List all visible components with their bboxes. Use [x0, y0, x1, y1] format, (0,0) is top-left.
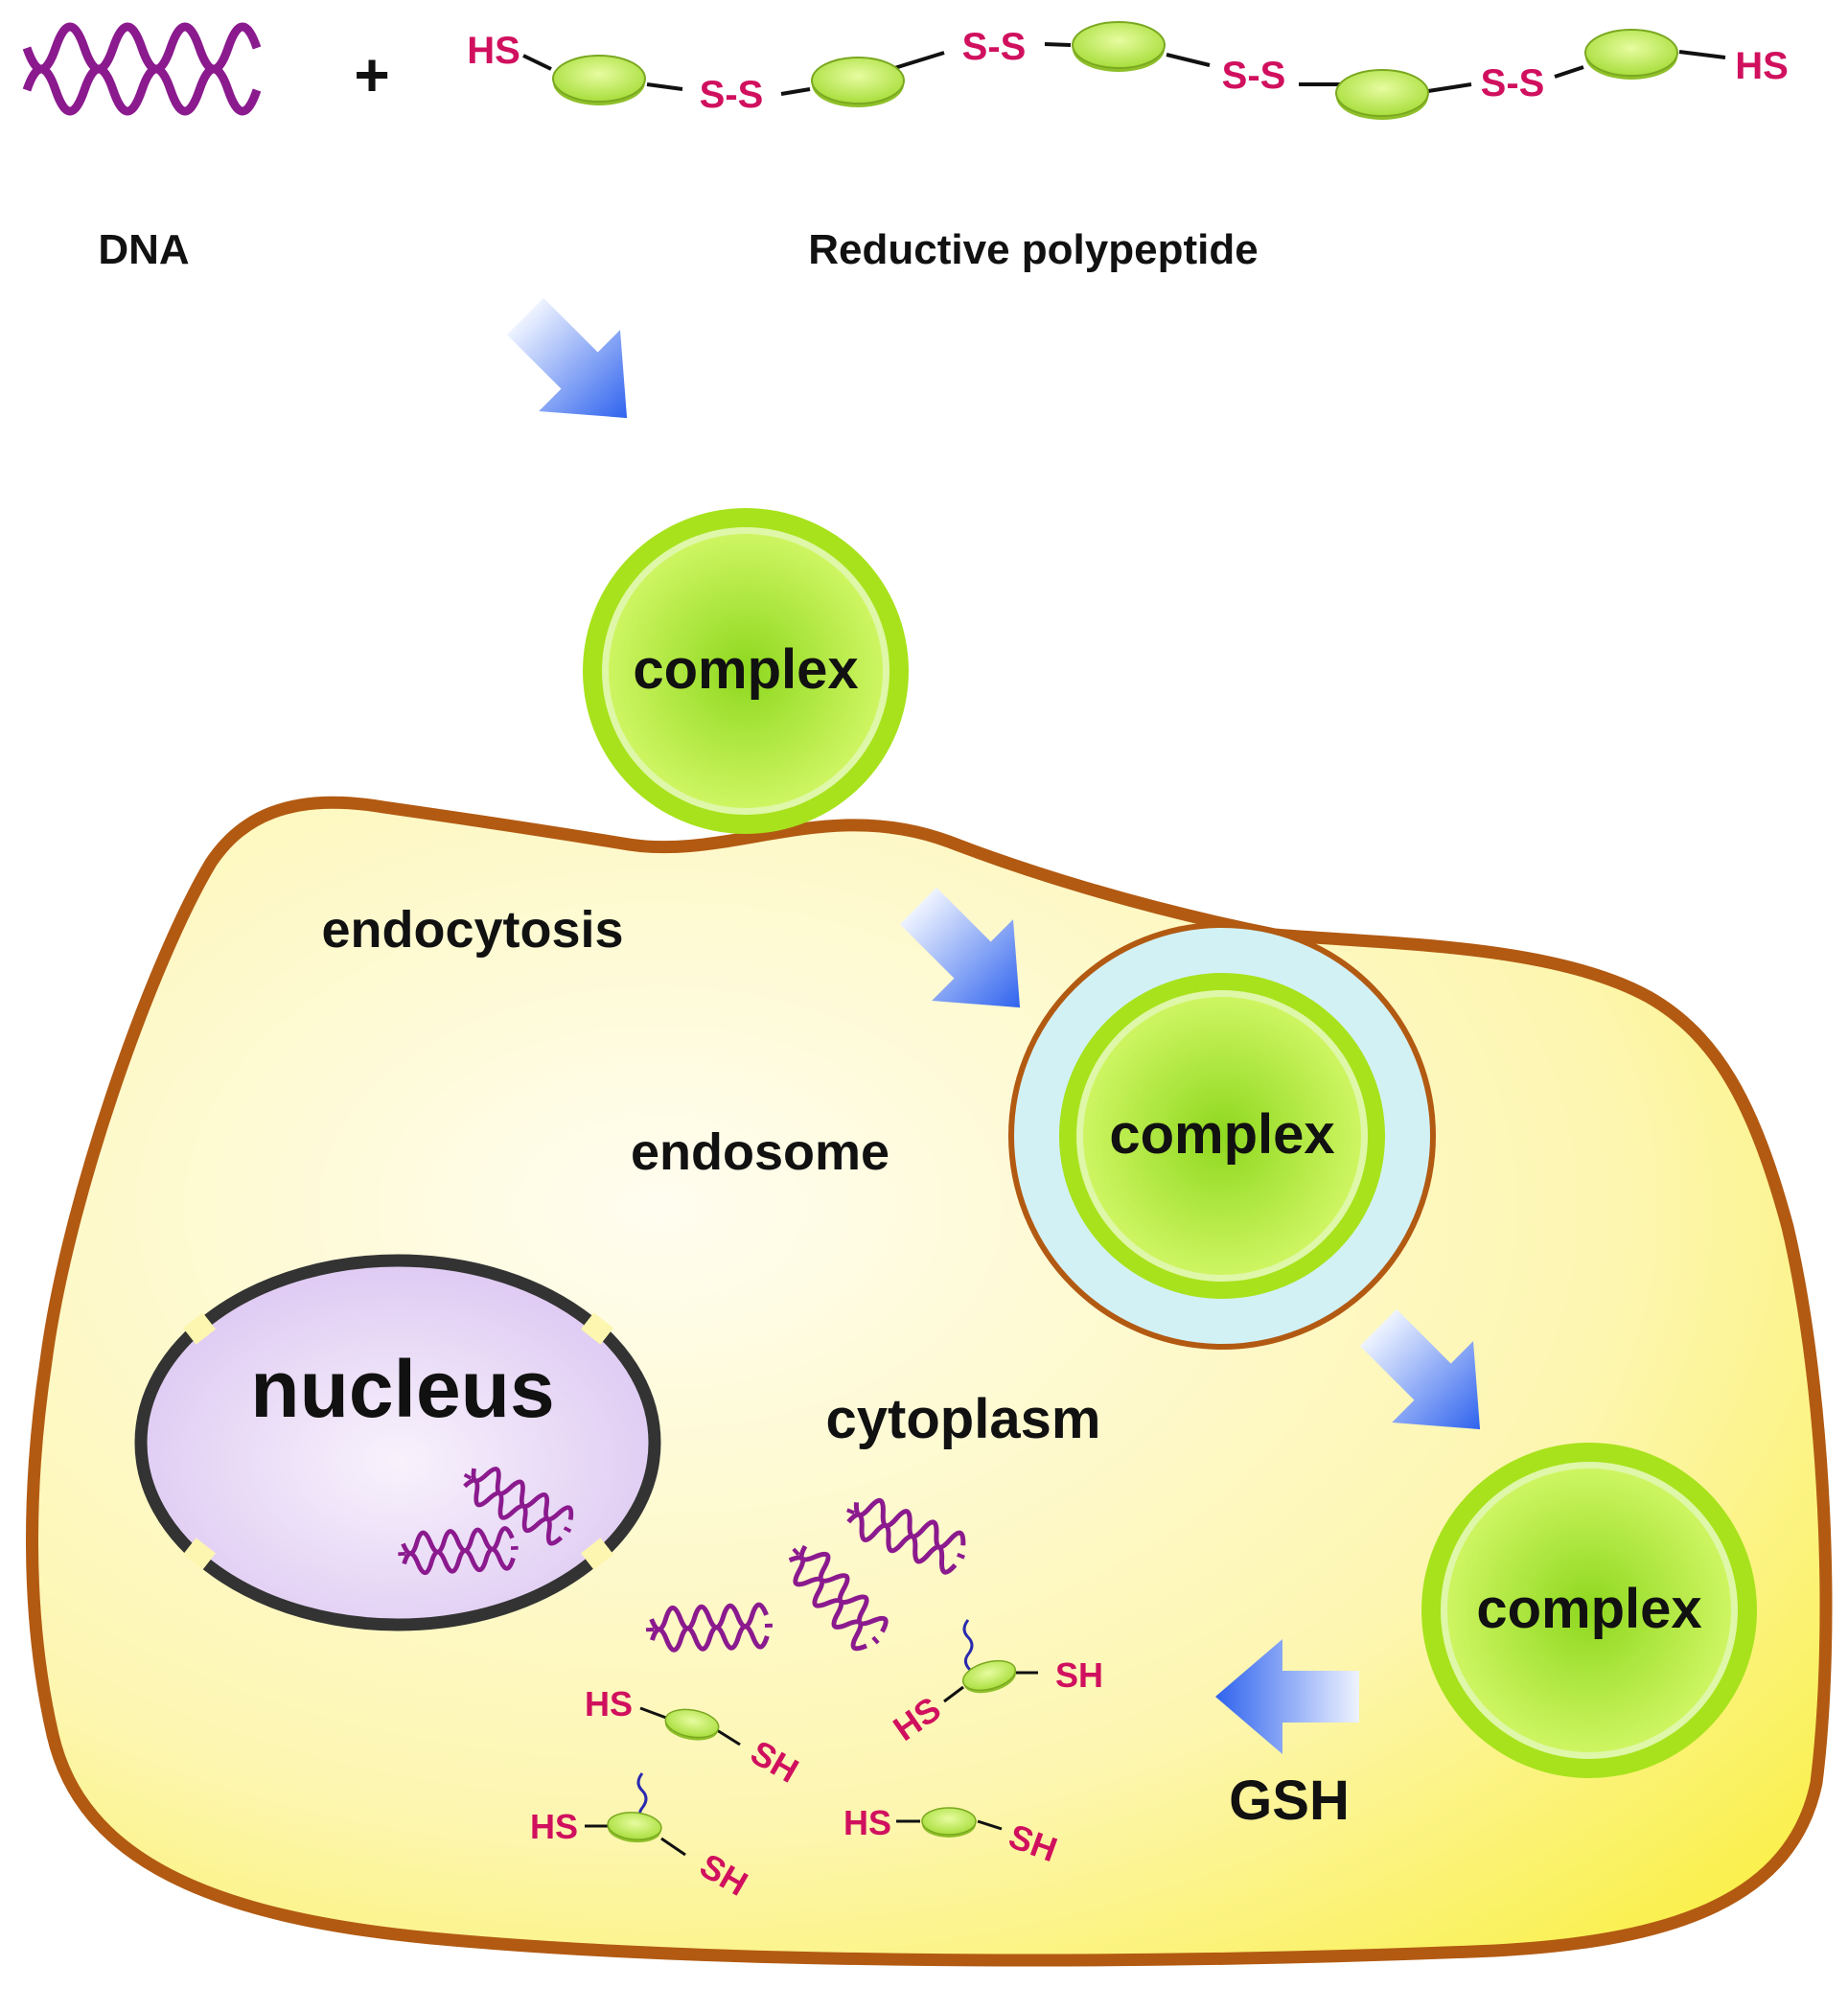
peptide-bead	[811, 57, 905, 108]
dna-label: DNA	[98, 226, 189, 273]
peptide-bead	[1335, 69, 1429, 121]
cytoplasm-label: cytoplasm	[826, 1388, 1101, 1450]
peptide-bead	[552, 55, 646, 106]
peptide-bead	[1072, 21, 1166, 73]
dna-helix-icon	[22, 22, 262, 116]
endosome: complex	[1008, 922, 1436, 1350]
polypeptide-chain: HS HS S-S S-S S-S S-S	[467, 21, 1789, 121]
complex-label: complex	[633, 638, 858, 701]
nucleus-label: nucleus	[250, 1344, 554, 1434]
complex-label: complex	[1476, 1578, 1701, 1640]
thiol-left: HS	[843, 1803, 891, 1842]
disulfide-bond: S-S	[962, 26, 1027, 68]
disulfide-bond: S-S	[700, 74, 764, 116]
endocytosis-label: endocytosis	[321, 901, 623, 959]
peptide-bead	[1584, 29, 1678, 81]
thiol-end-right: HS	[1735, 45, 1789, 87]
thiol-end-left: HS	[467, 30, 520, 72]
complex-particle-cytoplasm: complex	[1421, 1443, 1757, 1778]
gsh-label: GSH	[1229, 1769, 1350, 1832]
complex-particle-outside: complex	[583, 508, 909, 834]
thiol-left: HS	[585, 1684, 633, 1723]
thiol-left: HS	[530, 1807, 578, 1846]
thiol-right: SH	[1055, 1655, 1103, 1695]
disulfide-bond: S-S	[1481, 62, 1545, 104]
formation-arrow-icon	[484, 275, 668, 459]
endosome-label: endosome	[631, 1123, 889, 1181]
disulfide-bond: S-S	[1222, 55, 1286, 97]
nucleus: nucleus	[134, 1254, 661, 1631]
complex-label: complex	[1109, 1103, 1334, 1166]
reductive-polypeptide-label: Reductive polypeptide	[808, 226, 1258, 273]
plus-sign: +	[354, 40, 389, 109]
